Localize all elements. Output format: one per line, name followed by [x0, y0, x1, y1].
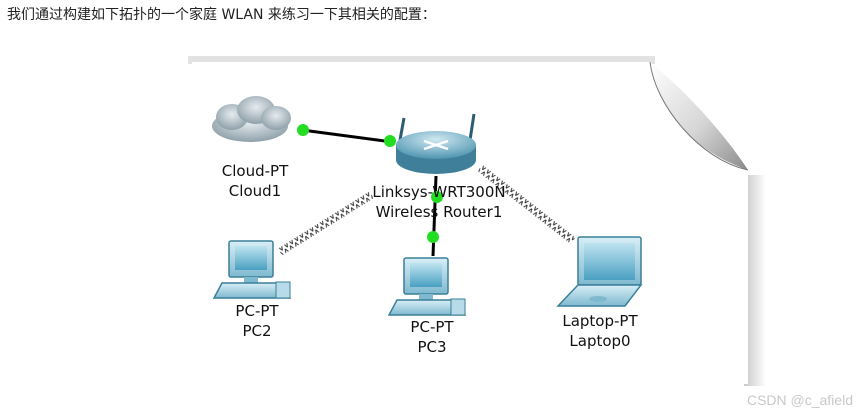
pc2-name-label: PC2	[242, 322, 271, 340]
pc2-type-label: PC-PT	[235, 302, 279, 320]
pc3-name-label: PC3	[417, 338, 446, 356]
topology-links	[277, 124, 576, 257]
wireless-link-pc2	[277, 191, 374, 256]
router-type-label: Linksys-WRT300N	[372, 183, 505, 201]
page-frame	[188, 56, 766, 386]
wireless-router-icon	[396, 113, 476, 174]
node-cloud[interactable]: Cloud-PT Cloud1	[212, 96, 291, 200]
desktop-pc-icon	[387, 257, 467, 316]
desktop-pc-icon	[212, 240, 292, 299]
laptop-icon	[556, 236, 643, 307]
laptop-name-label: Laptop0	[569, 332, 630, 350]
router-name-label: Wireless Router1	[376, 203, 503, 221]
link-dot-router-a	[384, 135, 396, 147]
wireless-link-laptop	[477, 164, 576, 244]
intro-text: 我们通过构建如下拓扑的一个家庭 WLAN 来练习一下其相关的配置：	[7, 7, 436, 23]
link-dot-router-b	[431, 191, 443, 203]
node-router[interactable]: Linksys-WRT300N Wireless Router1	[372, 113, 506, 221]
cloud-name-label: Cloud1	[229, 182, 281, 200]
node-pc3[interactable]: PC-PT PC3	[387, 257, 467, 356]
link-dot-cloud	[297, 124, 309, 136]
pc3-type-label: PC-PT	[410, 318, 454, 336]
cloud-router-link	[301, 128, 393, 144]
laptop-type-label: Laptop-PT	[562, 312, 638, 330]
node-laptop[interactable]: Laptop-PT Laptop0	[556, 236, 643, 350]
node-pc2[interactable]: PC-PT PC2	[212, 240, 292, 340]
link-dot-pc3	[427, 231, 439, 243]
cloud-type-label: Cloud-PT	[222, 162, 289, 180]
cloud-icon	[212, 96, 291, 142]
watermark: CSDN @c_afield	[746, 392, 853, 408]
